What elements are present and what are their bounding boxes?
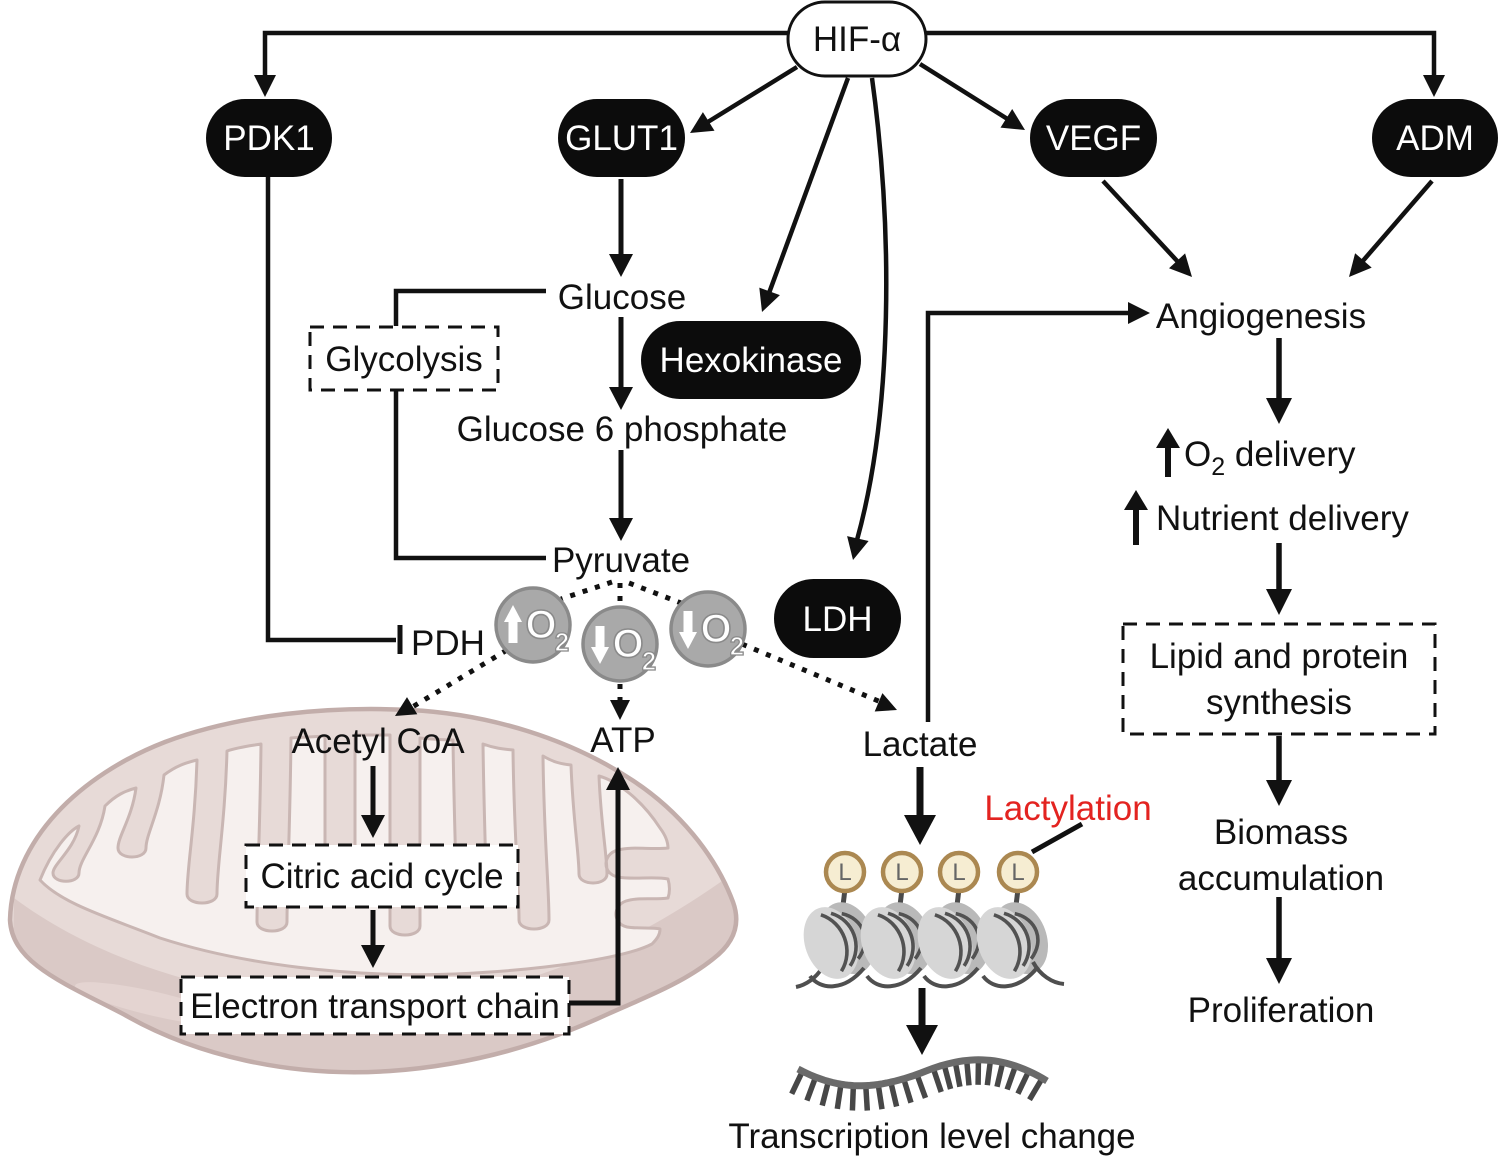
svg-text:Glucose: Glucose [558, 278, 686, 317]
svg-text:2: 2 [555, 627, 569, 657]
svg-text:O: O [700, 607, 731, 651]
svg-text:Hexokinase: Hexokinase [660, 341, 843, 380]
svg-text:Acetyl CoA: Acetyl CoA [291, 722, 465, 761]
svg-text:L: L [895, 859, 908, 886]
svg-text:L: L [1011, 859, 1024, 886]
svg-text:Angiogenesis: Angiogenesis [1156, 297, 1366, 336]
svg-text:Proliferation: Proliferation [1188, 991, 1375, 1030]
svg-text:O: O [525, 603, 556, 647]
svg-text:L: L [838, 859, 851, 886]
svg-text:Citric acid cycle: Citric acid cycle [260, 857, 503, 896]
svg-text:Lactate: Lactate [863, 725, 978, 764]
svg-text:Lipid and protein: Lipid and protein [1150, 637, 1409, 676]
svg-text:O: O [612, 622, 643, 666]
svg-text:accumulation: accumulation [1178, 859, 1384, 898]
svg-text:HIF-α: HIF-α [813, 20, 901, 59]
svg-text:Pyruvate: Pyruvate [552, 541, 690, 580]
svg-text:Lactylation: Lactylation [984, 789, 1151, 828]
svg-text:LDH: LDH [802, 600, 872, 639]
svg-text:PDH: PDH [411, 624, 485, 663]
svg-text:PDK1: PDK1 [223, 119, 314, 158]
svg-text:synthesis: synthesis [1206, 683, 1352, 722]
svg-text:ADM: ADM [1396, 119, 1474, 158]
svg-text:O2 delivery: O2 delivery [1184, 435, 1356, 481]
svg-text:ATP: ATP [590, 721, 655, 760]
svg-text:Transcription level change: Transcription level change [728, 1117, 1135, 1156]
svg-text:VEGF: VEGF [1046, 119, 1141, 158]
svg-text:Nutrient delivery: Nutrient delivery [1156, 499, 1409, 538]
svg-text:Glycolysis: Glycolysis [325, 340, 483, 379]
svg-text:2: 2 [730, 631, 744, 661]
svg-text:Glucose 6 phosphate: Glucose 6 phosphate [457, 410, 788, 449]
svg-text:Biomass: Biomass [1214, 813, 1348, 852]
svg-text:Electron transport chain: Electron transport chain [190, 987, 560, 1026]
svg-text:L: L [952, 859, 965, 886]
svg-text:GLUT1: GLUT1 [565, 119, 678, 158]
svg-text:2: 2 [642, 646, 656, 676]
